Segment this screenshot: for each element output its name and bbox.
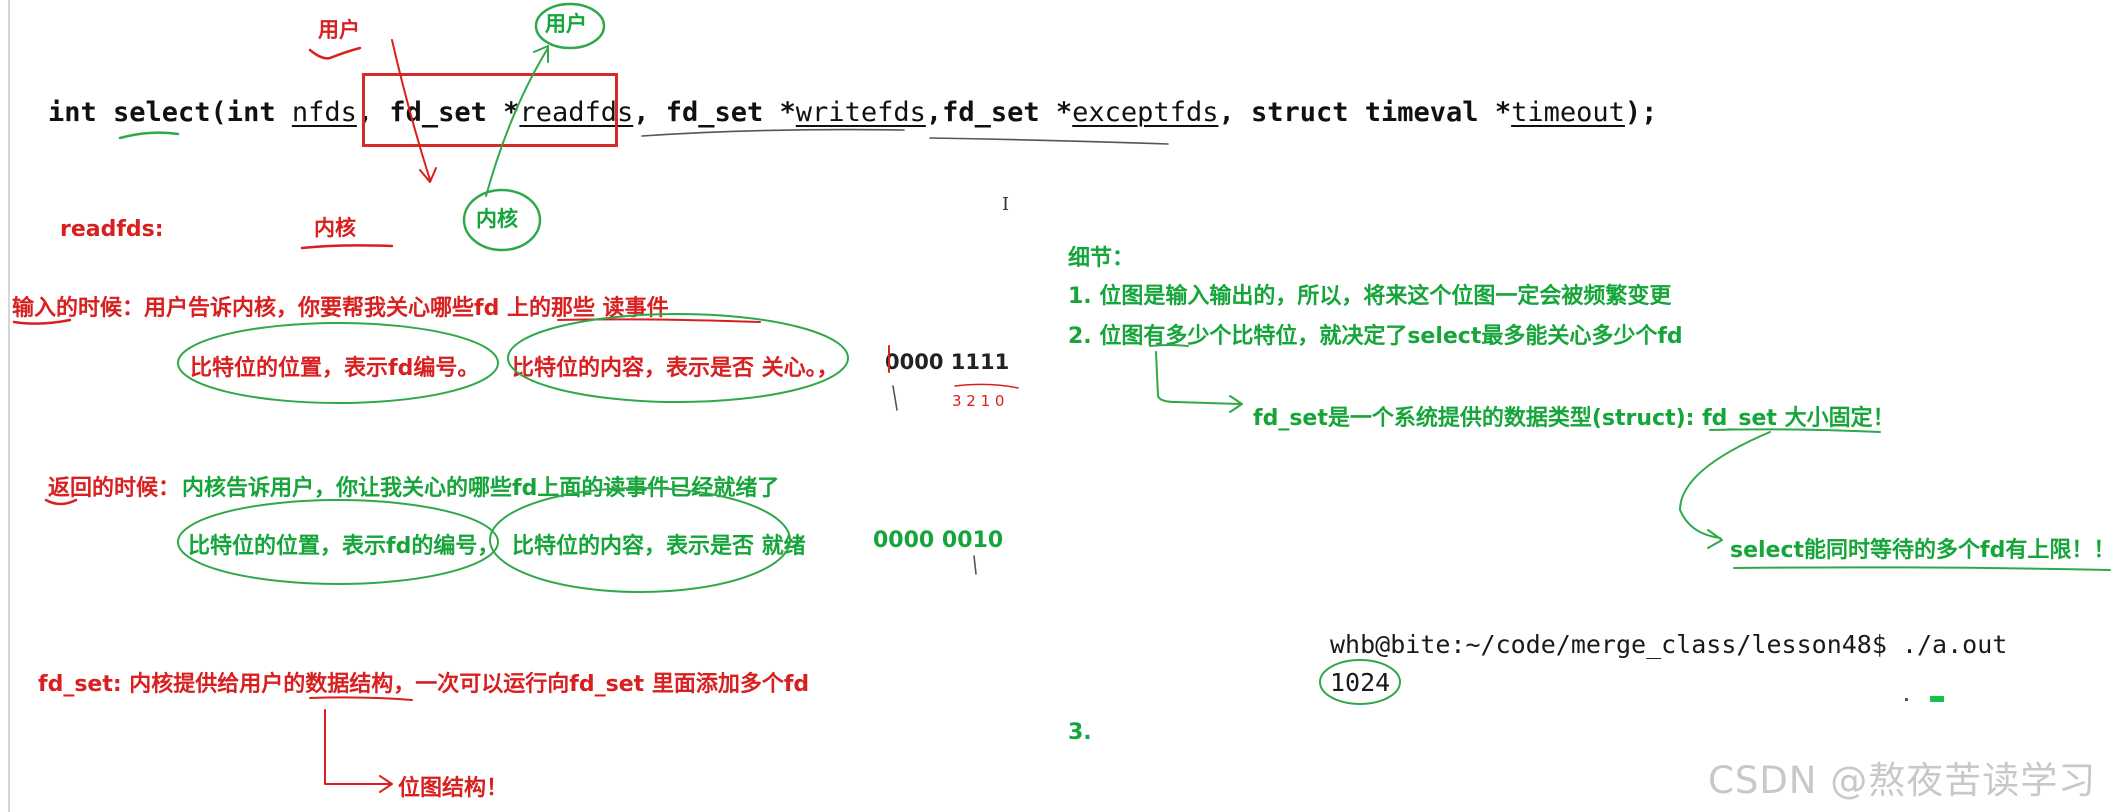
ink-arrowhead-kernel-to-user [533,45,549,63]
sig-comma-2: , [633,97,666,128]
details-title: 细节： [1068,246,1135,271]
select-limit-note: select能同时等待的多个fd有上限！！ [1730,538,2116,563]
ink-arrow-to-fdset-note [1155,351,1241,405]
details-item-3: 3. [1068,720,1092,745]
sig-nfds: nfds [291,97,357,128]
ink-arrowhead-user-to-kernel [419,167,437,183]
input-bits: 0000 1111 [885,350,1010,374]
sig-timeout: timeout [1511,97,1625,128]
ink-mark-return-bit [973,555,977,575]
ink-arrow-to-limit-note [1679,431,1771,539]
ink-underline-writefds [641,128,905,137]
return-title-red: 返回的时候： [48,476,181,501]
sig-comma-1: , [356,97,390,128]
return-bit-content: 比特位的内容，表示是否 就绪 [512,534,806,559]
annotation-user-red: 用户 [318,18,360,42]
sig-comma-3: , [925,97,943,128]
sig-writefds: writefds [795,97,926,128]
csdn-watermark: CSDN @熬夜苦读学习 [1708,759,2097,802]
sig-struct-timeval: struct timeval * [1250,97,1512,128]
details-item-1: 1. 位图是输入输出的，所以，将来这个位图一定会被频繁变更 [1068,284,1672,309]
input-bit-content: 比特位的内容，表示是否 关心。， [512,356,839,381]
terminal-output: 1024 [1330,668,1391,697]
sig-comma-4: , [1218,97,1251,128]
ink-underline-limit-note [1733,566,2111,571]
readfds-label: readfds: [60,217,164,242]
details-item-2: 2. 位图有多少个比特位，就决定了select最多能关心多少个fd [1068,324,1683,349]
return-bits: 0000 0010 [873,528,1004,553]
bitmap-structure: 位图结构！ [398,776,509,801]
sig-fdset-except: fd_set * [942,97,1073,128]
sig-exceptfds: exceptfds [1072,97,1219,128]
sig-fdset-write: fd_set * [665,97,796,128]
text-cursor-icon: I [1002,194,1010,215]
fdset-type-note: fd_set是一个系统提供的数据类型(struct): fd_set 大小固定！ [1253,406,1895,431]
ink-underline-kernel-red [300,244,394,250]
ink-bracket-bit-indices [954,383,1019,389]
fdset-description: fd_set: 内核提供给用户的数据结构，一次可以运行向fd_set 里面添加多… [38,672,810,697]
sig-end: ); [1624,97,1658,128]
left-border-line [8,0,10,812]
ink-underline-int-select [118,131,180,140]
return-bit-position: 比特位的位置，表示fd的编号， [188,534,500,559]
return-title-green: 内核告诉用户，你让我关心的哪些fd上面的读事件已经就绪了 [182,476,780,501]
select-signature: int select(int nfds, fd_set *readfds, fd… [48,97,1657,128]
terminal-dot [1905,698,1908,701]
ink-underline-exceptfds [929,137,1169,145]
ink-mark-bit-below [892,385,898,411]
readfds-highlight-box [362,73,618,147]
annotation-kernel-red: 内核 [314,216,356,240]
ink-arrowhead-to-bitmap [379,775,393,793]
ink-arrowhead-to-limit-note [1707,529,1723,549]
terminal-prompt: whb@bite:~/code/merge_class/lesson48$ ./… [1330,630,2008,659]
input-bit-indices: 3 2 1 0 [952,392,1005,410]
annotation-kernel-green: 内核 [476,207,518,231]
input-bit-position: 比特位的位置，表示fd编号。 [190,356,480,381]
ink-arrow-to-bitmap [324,709,391,785]
annotation-user-green: 用户 [545,12,587,36]
sig-int-select: int select(int [48,97,292,128]
input-title: 输入的时候：用户告诉内核，你要帮我关心哪些fd 上的那些 读事件 [12,296,669,321]
ink-tick-user-red [308,46,362,60]
ink-arrowhead-to-fdset-note [1229,395,1243,413]
terminal-cursor [1930,696,1944,702]
